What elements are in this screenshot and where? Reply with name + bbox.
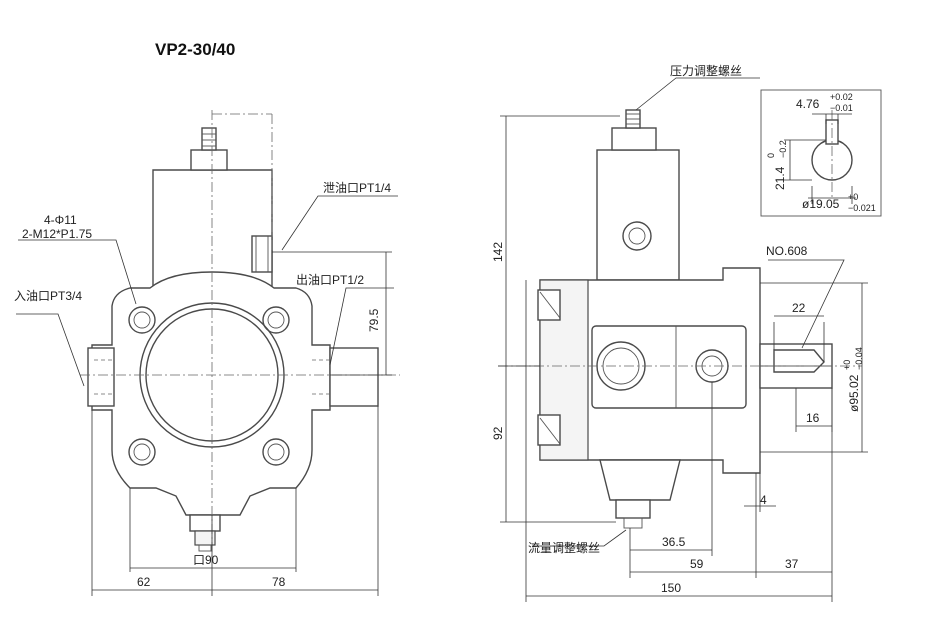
label-bolt-holes: 4-Φ11 bbox=[44, 213, 77, 227]
dim-19-05-upper: +0 bbox=[848, 192, 858, 202]
dim-4-76-upper: +0.02 bbox=[830, 92, 853, 102]
side-view bbox=[498, 109, 862, 529]
label-pressure-screw: 压力调整螺丝 bbox=[670, 63, 742, 78]
label-inlet-port: 入油口PT3/4 bbox=[14, 289, 82, 303]
dim-150: 150 bbox=[661, 581, 681, 595]
dim-16: 16 bbox=[806, 411, 820, 425]
dim-37: 37 bbox=[785, 557, 799, 571]
dim-4: 4 bbox=[760, 493, 767, 507]
front-dimensions: 62 78 口90 79.5 bbox=[16, 195, 398, 596]
dim-square-90: 口90 bbox=[193, 553, 219, 567]
dim-95-02-lower: −0.04 bbox=[854, 347, 864, 370]
dim-21-4-upper: 0 bbox=[766, 153, 776, 158]
dim-59: 59 bbox=[690, 557, 704, 571]
dim-78: 78 bbox=[272, 575, 286, 589]
keyway-detail bbox=[760, 89, 882, 217]
dim-22: 22 bbox=[792, 301, 806, 315]
drawing-title: VP2-30/40 bbox=[155, 40, 235, 59]
dim-4-76: 4.76 bbox=[796, 97, 820, 111]
label-key-no: NO.608 bbox=[766, 244, 808, 258]
bolt-holes bbox=[128, 306, 290, 466]
dim-95-02-upper: +0 bbox=[842, 360, 852, 370]
dim-36-5: 36.5 bbox=[662, 535, 686, 549]
front-view bbox=[80, 110, 400, 560]
dim-62: 62 bbox=[137, 575, 151, 589]
dim-21-4: 21.4 bbox=[773, 166, 787, 190]
dim-95-02-group: ø95.02 +0 −0.04 bbox=[842, 347, 864, 412]
dim-142: 142 bbox=[491, 242, 505, 262]
dim-4-76-lower: −0.01 bbox=[830, 103, 853, 113]
dim-95-02: ø95.02 bbox=[847, 374, 861, 412]
dim-19-05-lower: −0.021 bbox=[848, 203, 876, 213]
label-flow-screw: 流量调整螺丝 bbox=[528, 540, 600, 555]
dim-79-5: 79.5 bbox=[367, 308, 381, 332]
dim-21-4-group: 21.4 0 −0.2 bbox=[766, 140, 788, 190]
dim-21-4-lower: −0.2 bbox=[778, 140, 788, 158]
label-outlet-port: 出油口PT1/2 bbox=[296, 273, 364, 287]
dim-92: 92 bbox=[491, 426, 505, 440]
label-drain-port: 泄油口PT1/4 bbox=[323, 181, 391, 195]
label-bolt-thread: 2-M12*P1.75 bbox=[22, 227, 92, 241]
side-dimensions: 142 92 150 59 37 36.5 4 22 16 bbox=[491, 77, 868, 602]
dim-19-05: ø19.05 bbox=[802, 197, 840, 211]
